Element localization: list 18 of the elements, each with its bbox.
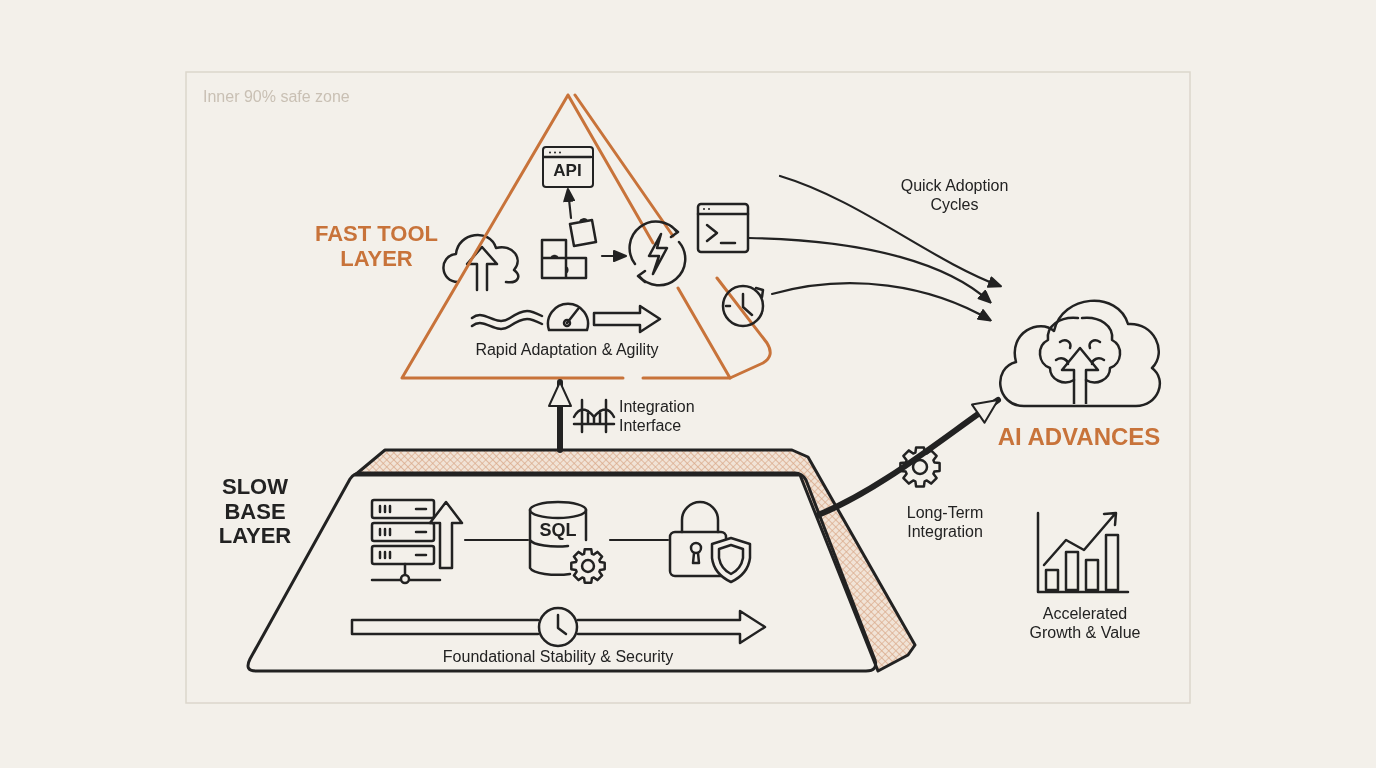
arrow	[778, 174, 1002, 288]
arrow	[747, 236, 992, 304]
arrow	[548, 379, 572, 453]
arrow	[600, 250, 627, 262]
arrow	[770, 282, 992, 322]
layer-caption: Rapid Adaptation & Agility	[474, 341, 660, 360]
layer-caption: Foundational Stability & Security	[441, 648, 675, 667]
api-label: API	[552, 161, 583, 181]
layer-heading: SLOW BASE LAYER	[217, 475, 293, 549]
connector-line	[463, 538, 530, 542]
node-heading: AI ADVANCES	[996, 424, 1162, 451]
connector-line	[608, 538, 670, 542]
api-window-box	[542, 146, 594, 188]
sql-label: SQL	[538, 520, 578, 541]
layer-heading: FAST TOOL LAYER	[313, 222, 439, 272]
chart-caption: Accelerated Growth & Value	[1028, 604, 1142, 643]
arrow	[815, 397, 1001, 518]
arrow	[563, 188, 576, 220]
